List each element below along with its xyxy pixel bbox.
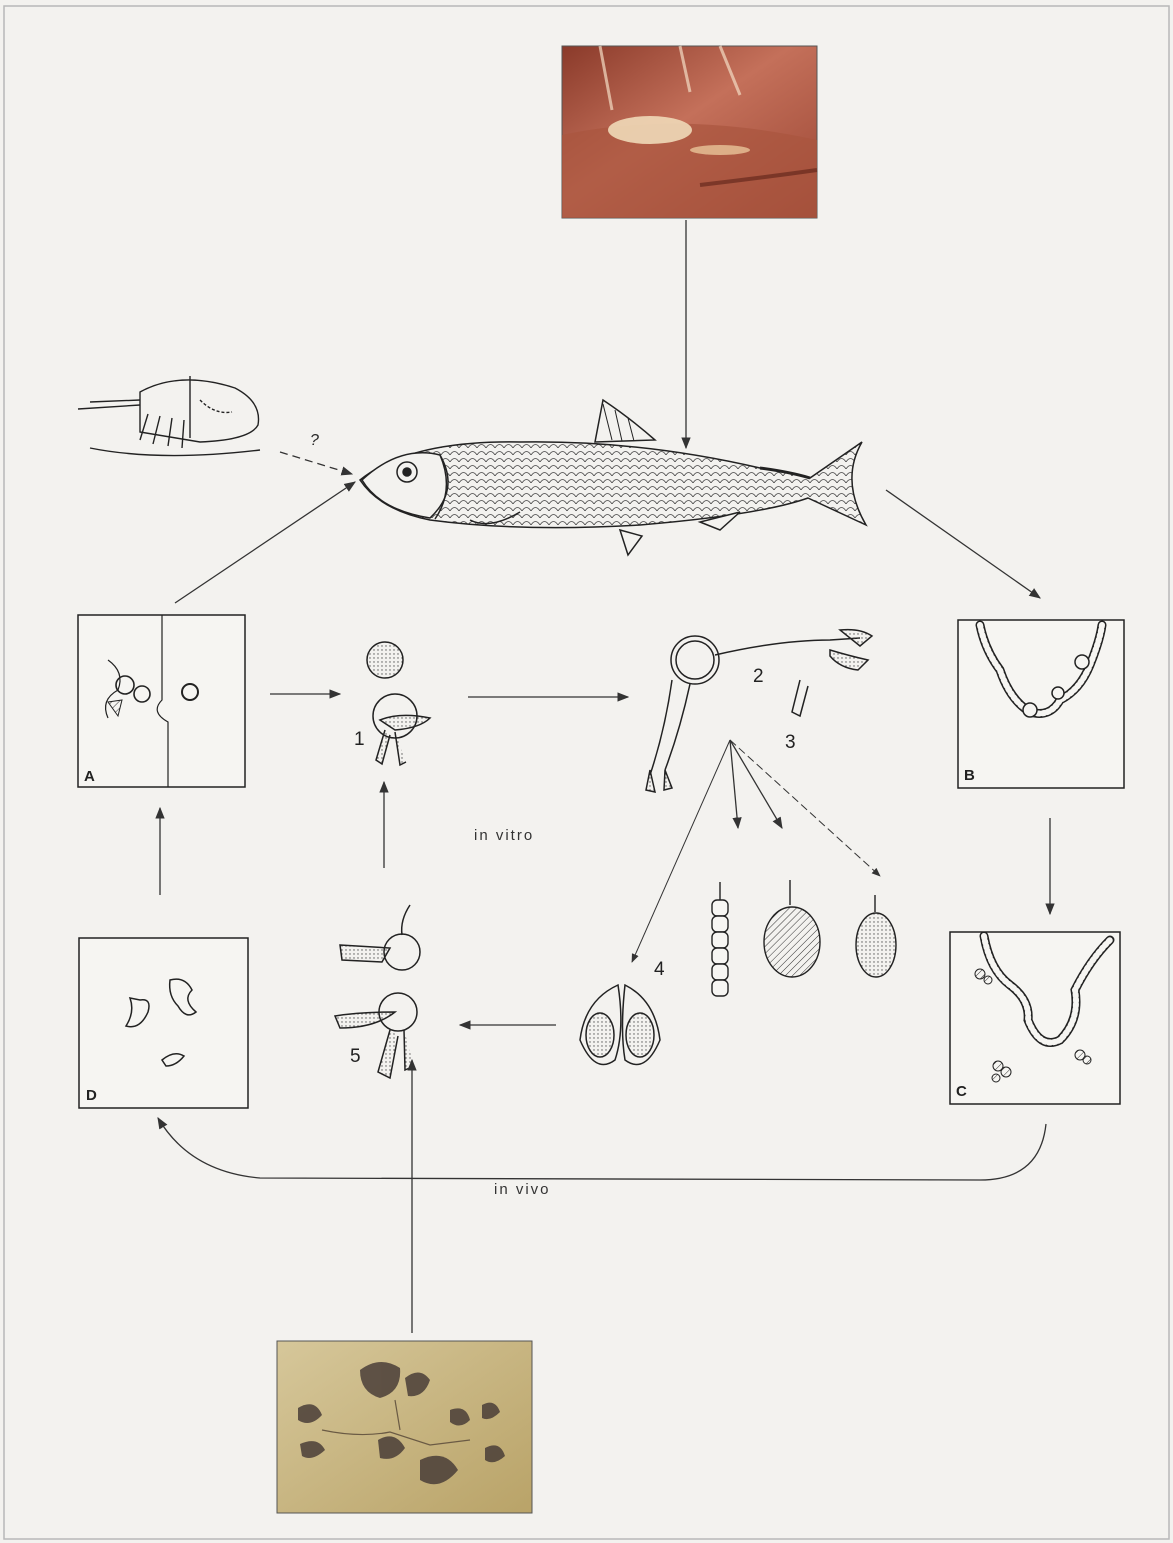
in-vitro-caption: in vitro: [474, 827, 534, 844]
panel-c-label: C: [956, 1083, 967, 1100]
microscope-photo: [277, 1341, 532, 1513]
cycle-arrows: [158, 220, 1050, 1333]
panel-a: A: [78, 615, 245, 787]
stage-1-label: 1: [354, 729, 365, 750]
stage-4-label: 4: [654, 959, 665, 980]
stage-5-germinating-spores: [335, 905, 420, 1078]
stage-3-spore-forms: [712, 880, 896, 996]
panel-c: C: [950, 932, 1120, 1104]
herring-fish-drawing: [360, 400, 866, 555]
stage-1-germinating-spore: [367, 642, 430, 765]
stage-2-hyphae: [646, 630, 872, 792]
stage-5-label: 5: [350, 1046, 361, 1067]
panel-d: D: [79, 938, 248, 1108]
infected-fish-skin-photo: [562, 46, 817, 218]
panel-d-label: D: [86, 1087, 97, 1104]
panel-b-label: B: [964, 767, 975, 784]
stage-3-label: 3: [785, 732, 796, 753]
copepod-drawing: [78, 376, 260, 456]
stage-4-cysts: [580, 985, 660, 1065]
in-vivo-caption: in vivo: [494, 1181, 551, 1198]
stage-2-label: 2: [753, 666, 764, 687]
uncertain-transmission-mark: ?: [310, 432, 319, 449]
panel-a-label: A: [84, 768, 95, 785]
panel-b: B: [958, 620, 1124, 788]
